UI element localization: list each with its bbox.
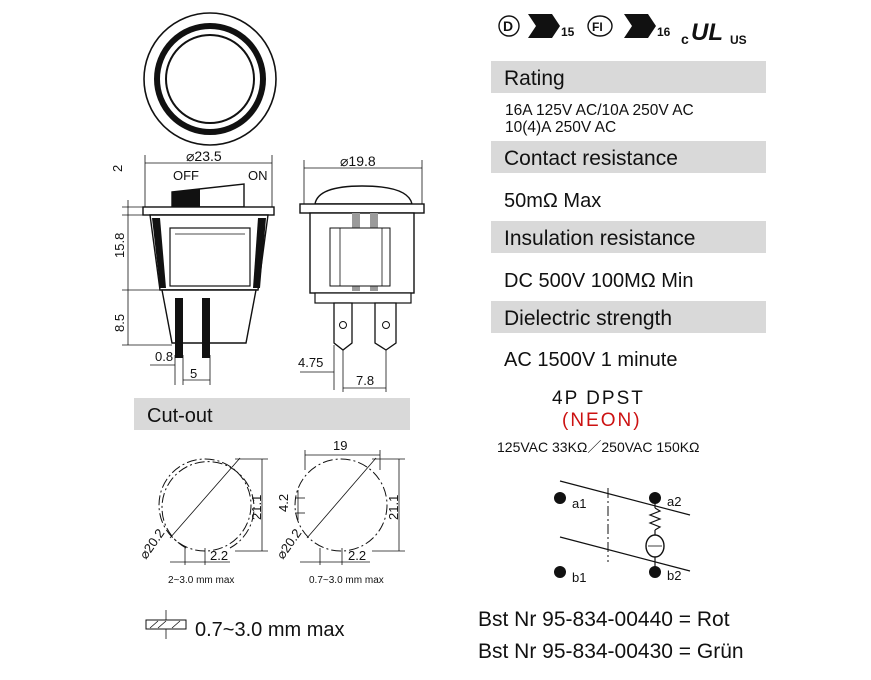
ul-mark-icon: UL — [691, 19, 723, 46]
off-label: OFF — [173, 168, 199, 183]
right-diameter-label: ⌀20.2 — [273, 526, 304, 562]
insulation-value: DC 500V 100MΩ Min — [504, 270, 693, 292]
terminal-b1 — [554, 566, 566, 578]
top-view-drawing — [143, 12, 277, 146]
right-height-label: 21.1 — [386, 495, 401, 520]
side-diameter-label: ⌀19.8 — [340, 153, 376, 169]
ul-us-text: US — [730, 33, 747, 47]
d-mark-icon — [498, 15, 520, 37]
right-width-label: 2.2 — [348, 548, 366, 563]
fi-mark-icon — [587, 15, 613, 37]
left-diameter-label: ⌀20.2 — [136, 526, 167, 562]
dim-0-8-label: 0.8 — [155, 349, 173, 364]
ul-c-text: c — [681, 31, 689, 47]
left-height-label: 21.1 — [249, 495, 264, 520]
rating-band — [491, 61, 766, 93]
neon-label: (NEON) — [562, 410, 642, 431]
fi-mark-text: FI — [592, 20, 603, 34]
dim-15-8-label: 15.8 — [112, 233, 127, 258]
resistor-icon — [648, 507, 662, 531]
terminal-b2 — [649, 566, 661, 578]
dpst-schematic: a1 a2 b1 b2 — [554, 480, 691, 585]
dielectric-header: Dielectric strength — [504, 307, 672, 330]
b1-label: b1 — [572, 570, 586, 585]
b2-label: b2 — [667, 568, 681, 583]
dielectric-value: AC 1500V 1 minute — [504, 349, 677, 371]
enec-mark-icon — [528, 14, 560, 38]
left-thickness-note: 2~3.0 mm max — [168, 575, 234, 586]
cutout-left-drawing: 21.1 ⌀20.2 2.2 2~3.0 mm max — [136, 457, 268, 586]
side-view-drawing: ⌀19.8 4.75 7.8 — [298, 153, 425, 392]
dim-7-8-label: 7.8 — [356, 373, 374, 388]
cutout-right-drawing: 19 4.2 21.1 ⌀20.2 2.2 0.7~3.0 mm max — [273, 438, 405, 586]
right-4-2-label: 4.2 — [276, 494, 291, 512]
d-mark-text: D — [503, 18, 513, 34]
resistor-values: 125VAC 33KΩ／250VAC 150KΩ — [497, 439, 700, 455]
certification-marks: D 15 FI 16 c UL US — [498, 14, 747, 47]
dim-2-label: 2 — [110, 165, 125, 172]
front-diameter-label: ⌀23.5 — [186, 148, 222, 164]
insulation-band — [491, 221, 766, 253]
insulation-header: Insulation resistance — [504, 227, 695, 250]
terminal-a2 — [649, 492, 661, 504]
left-width-label: 2.2 — [210, 548, 228, 563]
panel-thickness-label: 0.7~3.0 mm max — [195, 619, 345, 641]
dim-5-label: 5 — [190, 366, 197, 381]
enec-16-text: 16 — [657, 25, 671, 39]
right-top-label: 19 — [333, 438, 347, 453]
circuit-title: 4P DPST — [552, 388, 645, 409]
front-view-drawing: ⌀23.5 OFF ON 2 15.8 8.5 0.8 5 — [110, 148, 275, 385]
rating-header: Rating — [504, 67, 565, 90]
dim-4-75-label: 4.75 — [298, 355, 323, 370]
enec-mark-2-icon — [624, 14, 656, 38]
a1-label: a1 — [572, 496, 586, 511]
panel-thickness-icon — [145, 610, 187, 639]
dielectric-band — [491, 301, 766, 333]
contact-band — [491, 141, 766, 173]
order-number-red: Bst Nr 95-834-00440 = Rot — [478, 608, 730, 631]
right-thickness-note: 0.7~3.0 mm max — [309, 575, 384, 586]
order-number-green: Bst Nr 95-834-00430 = Grün — [478, 640, 744, 663]
cutout-header: Cut-out — [147, 405, 213, 427]
on-label: ON — [248, 168, 268, 183]
enec-15-text: 15 — [561, 25, 575, 39]
cutout-header-band — [134, 398, 410, 430]
contact-value: 50mΩ Max — [504, 190, 601, 212]
dim-8-5-label: 8.5 — [112, 314, 127, 332]
contact-header: Contact resistance — [504, 147, 678, 170]
a2-label: a2 — [667, 494, 681, 509]
rating-line-2: 10(4)A 250V AC — [505, 119, 616, 136]
terminal-a1 — [554, 492, 566, 504]
rating-line-1: 16A 125V AC/10A 250V AC — [505, 102, 694, 119]
